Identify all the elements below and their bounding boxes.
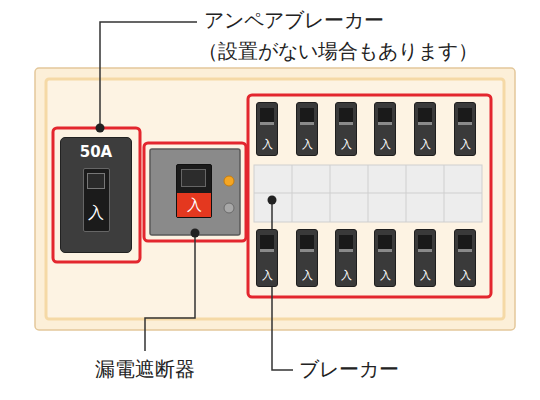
switch-state: 入 (336, 139, 356, 150)
circuit-breaker: 入 (296, 102, 318, 156)
leader-line (100, 22, 197, 128)
leakage-breaker-body (150, 149, 240, 235)
circuit-breaker: 入 (335, 229, 357, 287)
circuit-breaker: 入 (335, 102, 357, 156)
switch-state: 入 (61, 205, 131, 221)
callout-label: アンペアブレーカー (204, 8, 384, 32)
switch-state: 入 (336, 270, 356, 281)
ampere-breaker: 50A 入 (60, 137, 132, 253)
breaker-lever (339, 235, 353, 252)
rating-text: 50A (61, 145, 131, 160)
breaker-lever (378, 108, 392, 125)
circuit-breaker: 入 (256, 102, 278, 156)
label-strip-grid (254, 165, 482, 222)
leader-dot (96, 124, 105, 133)
label-strip (254, 165, 482, 222)
callout-label: （設置がない場合もあります） (198, 39, 478, 63)
switch-state: 入 (415, 139, 435, 150)
switch-state: 入 (297, 139, 317, 150)
switch-top (181, 169, 206, 187)
breaker-lever (83, 168, 110, 232)
highlight-frame (248, 95, 491, 297)
breaker-lever (418, 108, 432, 125)
switch-state: 入 (415, 270, 435, 281)
breaker-lever (458, 235, 472, 252)
circuit-breaker: 入 (454, 102, 476, 156)
circuit-breaker: 入 (454, 229, 476, 287)
breaker-lever-top (87, 173, 105, 189)
callout-label: 漏電遮断器 (95, 357, 195, 381)
grid-line (254, 193, 482, 194)
circuit-breaker: 入 (414, 229, 436, 287)
breaker-lever (458, 108, 472, 125)
breaker-lever (300, 108, 314, 125)
switch-state: 入 (257, 139, 277, 150)
switch-state: 入 (257, 270, 277, 281)
circuit-breaker: 入 (256, 229, 278, 287)
switch-state: 入 (455, 270, 475, 281)
circuit-breaker: 入 (374, 229, 396, 287)
leakage-breaker-switch: 入 (176, 164, 212, 218)
leader-dot (191, 229, 200, 238)
breaker-lever (378, 235, 392, 252)
switch-state: 入 (375, 139, 395, 150)
highlight-frame (144, 143, 246, 241)
circuit-breaker: 入 (296, 229, 318, 287)
circuit-breaker: 入 (374, 102, 396, 156)
switch-state: 入 (177, 198, 211, 213)
leader-line (145, 233, 195, 351)
leader-dot (268, 196, 277, 205)
indicator-lamp (224, 176, 234, 186)
breaker-lever (418, 235, 432, 252)
highlight-frame (53, 128, 140, 262)
switch-state: 入 (455, 139, 475, 150)
circuit-breaker: 入 (414, 102, 436, 156)
breaker-lever (260, 235, 274, 252)
panel-inner-frame (46, 79, 504, 319)
switch-state: 入 (297, 270, 317, 281)
switch-state: 入 (375, 270, 395, 281)
breaker-lever (300, 235, 314, 252)
breaker-lever (339, 108, 353, 125)
test-button (224, 203, 234, 213)
breaker-lever (260, 108, 274, 125)
callout-label: ブレーカー (299, 357, 399, 381)
panel-housing (35, 68, 515, 330)
